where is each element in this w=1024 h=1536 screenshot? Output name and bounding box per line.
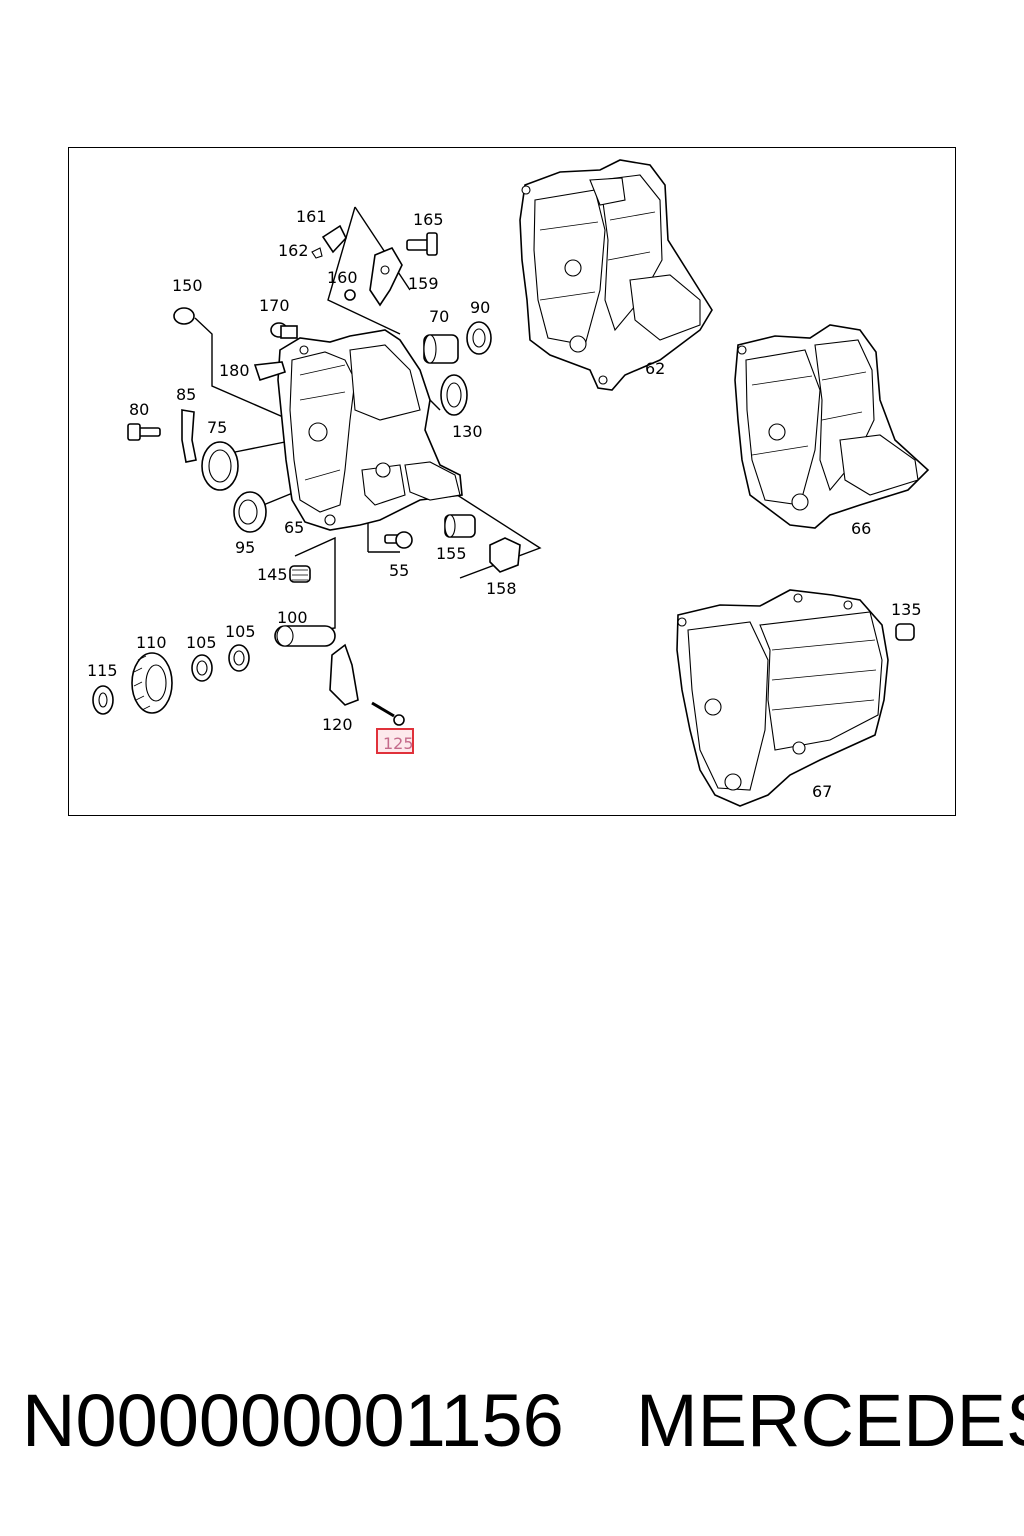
- label-120: 120: [322, 715, 353, 734]
- label-70: 70: [429, 307, 449, 326]
- label-160: 160: [327, 268, 358, 287]
- label-65: 65: [284, 518, 304, 537]
- part-number: N000000001156: [22, 1379, 564, 1462]
- label-55: 55: [389, 561, 409, 580]
- label-162: 162: [278, 241, 309, 260]
- highlighted-part-125[interactable]: 125: [376, 728, 414, 754]
- housing-62: [519, 159, 713, 391]
- label-165: 165: [413, 210, 444, 229]
- label-130: 130: [452, 422, 483, 441]
- label-90: 90: [470, 298, 490, 317]
- housing-66: [734, 324, 930, 529]
- label-115: 115: [87, 661, 118, 680]
- label-150: 150: [172, 276, 203, 295]
- label-75: 75: [207, 418, 227, 437]
- label-125: 125: [383, 734, 414, 753]
- label-110: 110: [136, 633, 167, 652]
- label-159: 159: [408, 274, 439, 293]
- label-145: 145: [257, 565, 288, 584]
- small-parts: [92, 224, 915, 726]
- label-105a: 105: [186, 633, 217, 652]
- label-161: 161: [296, 207, 327, 226]
- label-62: 62: [645, 359, 665, 378]
- label-85: 85: [176, 385, 196, 404]
- label-105b: 105: [225, 622, 256, 641]
- label-180: 180: [219, 361, 250, 380]
- label-158: 158: [486, 579, 517, 598]
- brand-name: MERCEDES: [636, 1379, 1024, 1462]
- label-170: 170: [259, 296, 290, 315]
- label-66: 66: [851, 519, 871, 538]
- footer: N000000001156 MERCEDES: [22, 1378, 1024, 1468]
- housing-65: [277, 329, 463, 531]
- label-135: 135: [891, 600, 922, 619]
- label-100: 100: [277, 608, 308, 627]
- label-67: 67: [812, 782, 832, 801]
- label-95: 95: [235, 538, 255, 557]
- highlight-box: [376, 728, 414, 754]
- label-80: 80: [129, 400, 149, 419]
- part-labels: 161 162 165 160 159 150 170 70 90 62 180…: [87, 207, 922, 801]
- housing-67: [676, 589, 889, 807]
- label-155: 155: [436, 544, 467, 563]
